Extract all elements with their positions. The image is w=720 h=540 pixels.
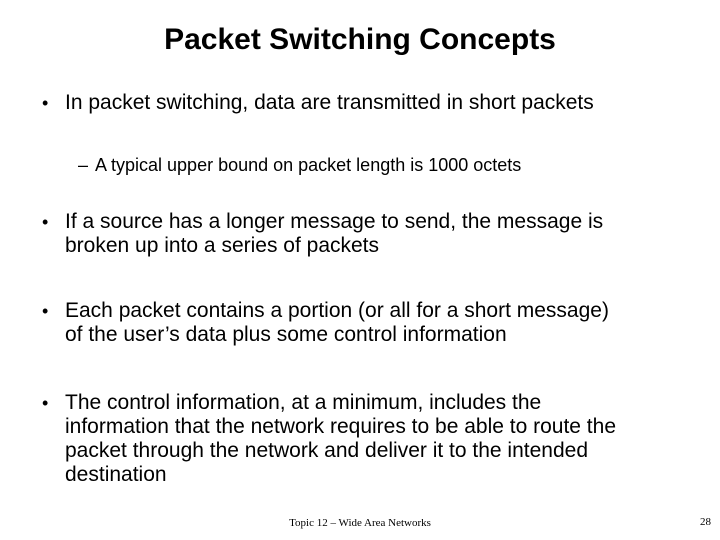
- footer-topic-label: Topic 12 – Wide Area Networks: [289, 517, 431, 529]
- bullet-text: Each packet contains a portion (or all f…: [65, 299, 609, 346]
- bullet-text: If a source has a longer message to send…: [65, 210, 604, 257]
- bullet-marker: •: [42, 301, 49, 321]
- bullet-text: In packet switching, data are transmitte…: [65, 91, 594, 114]
- sub-bullet-marker: –: [78, 155, 89, 175]
- bullet-item: • The control information, at a minimum,…: [42, 391, 702, 487]
- bullet-text: The control information, at a minimum, i…: [65, 391, 616, 486]
- sub-bullet-item: – A typical upper bound on packet length…: [78, 155, 698, 176]
- bullet-marker: •: [42, 93, 49, 113]
- slide-page-number: 28: [700, 516, 711, 528]
- slide-title: Packet Switching Concepts: [164, 23, 556, 56]
- bullet-item: • Each packet contains a portion (or all…: [42, 299, 702, 347]
- bullet-item: • In packet switching, data are transmit…: [42, 91, 702, 115]
- sub-bullet-text: A typical upper bound on packet length i…: [95, 155, 522, 175]
- bullet-item: • If a source has a longer message to se…: [42, 210, 702, 258]
- bullet-marker: •: [42, 393, 49, 413]
- bullet-marker: •: [42, 212, 49, 232]
